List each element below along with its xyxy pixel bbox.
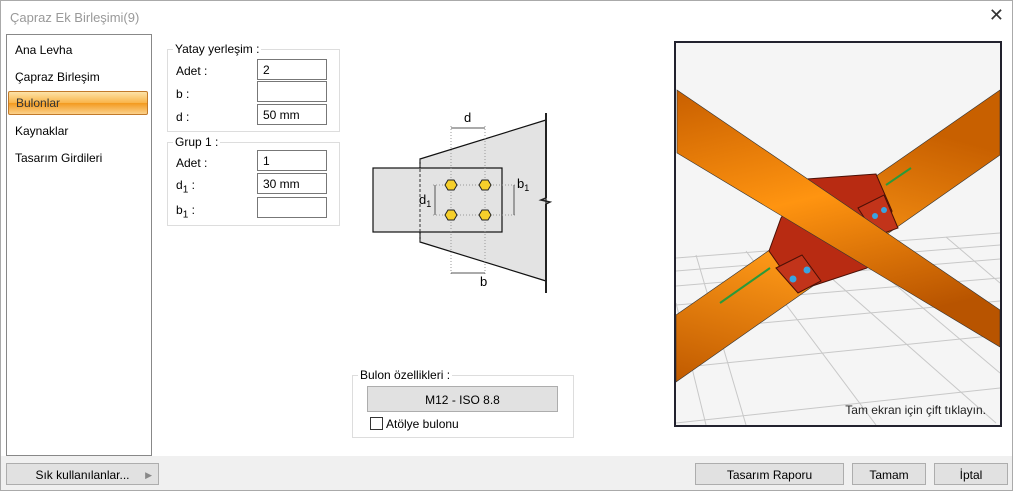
dim-b: b bbox=[480, 274, 487, 289]
bolt-icon bbox=[872, 213, 878, 219]
d1-colon: : bbox=[188, 178, 195, 192]
b1-sub: 1 bbox=[182, 209, 189, 221]
d1-label: d1 : bbox=[176, 178, 195, 195]
connection-plate bbox=[775, 254, 822, 294]
group-legend: Bulon özellikleri : bbox=[360, 368, 451, 382]
horizontal-layout-group: Yatay yerleşim : bbox=[167, 42, 340, 132]
dimension-guides bbox=[433, 126, 516, 276]
d-input[interactable] bbox=[257, 104, 327, 125]
dim-d1: d1 bbox=[419, 192, 431, 209]
dim-d: d bbox=[464, 110, 471, 125]
group-count-input[interactable] bbox=[257, 150, 327, 171]
group-legend: Grup 1 : bbox=[175, 135, 219, 149]
bolt-icons bbox=[444, 179, 492, 221]
group-adet-label: Adet : bbox=[176, 156, 208, 170]
favorites-button[interactable]: Sık kullanılanlar... ▶ bbox=[6, 463, 159, 485]
group-1: Grup 1 : bbox=[167, 135, 340, 226]
workshop-bolt-checkbox[interactable] bbox=[370, 417, 383, 430]
nav-item-tasarim-girdileri[interactable]: Tasarım Girdileri bbox=[15, 151, 103, 165]
bolt-icon bbox=[881, 207, 887, 213]
d1-text: d bbox=[176, 178, 183, 192]
nav-item-ana-levha[interactable]: Ana Levha bbox=[15, 43, 73, 57]
group-legend: Yatay yerleşim : bbox=[175, 42, 260, 56]
b1-colon: : bbox=[188, 203, 195, 217]
b1-text: b bbox=[176, 203, 183, 217]
nav-item-kaynaklar[interactable]: Kaynaklar bbox=[15, 124, 69, 138]
b-label: b : bbox=[176, 87, 190, 101]
workshop-bolt-label: Atölye bulonu bbox=[386, 417, 459, 431]
weld-line bbox=[719, 267, 771, 304]
window-title: Çapraz Ek Birleşimi(9) bbox=[10, 10, 140, 25]
chevron-right-icon: ▶ bbox=[145, 470, 152, 480]
splice-plate bbox=[372, 167, 503, 233]
bolt-type-button[interactable]: M12 - ISO 8.8 bbox=[367, 386, 558, 412]
cancel-button[interactable]: İptal bbox=[934, 463, 1008, 485]
bolt-icon bbox=[478, 209, 492, 221]
dimension-lines bbox=[434, 127, 515, 274]
close-icon[interactable]: ✕ bbox=[988, 5, 1004, 25]
b1-input[interactable] bbox=[257, 197, 327, 218]
bolt-icon bbox=[803, 266, 811, 274]
d-label: d : bbox=[176, 110, 190, 124]
bolt-icon bbox=[789, 275, 797, 283]
bolt-properties-group: Bulon özellikleri : bbox=[352, 368, 574, 438]
adet-label: Adet : bbox=[176, 64, 208, 78]
break-mark bbox=[538, 197, 553, 205]
nav-list: Ana Levha Çapraz Birleşim Bulonlar Kayna… bbox=[6, 34, 152, 456]
design-report-button[interactable]: Tasarım Raporu bbox=[695, 463, 844, 485]
d1-sub: 1 bbox=[182, 184, 189, 196]
horizontal-count-input[interactable] bbox=[257, 59, 327, 80]
3d-model bbox=[676, 89, 1000, 425]
nav-item-capraz-birlesim[interactable]: Çapraz Birleşim bbox=[15, 70, 100, 84]
d1-input[interactable] bbox=[257, 173, 327, 194]
b-input[interactable] bbox=[257, 81, 327, 102]
bolt-icon bbox=[478, 179, 492, 191]
fullscreen-hint: Tam ekran için çift tıklayın. bbox=[845, 403, 986, 417]
weld-line bbox=[885, 167, 912, 186]
nav-item-bulonlar[interactable]: Bulonlar bbox=[8, 91, 148, 115]
b1-label: b1 : bbox=[176, 203, 195, 220]
ok-button[interactable]: Tamam bbox=[852, 463, 926, 485]
title-bar: Çapraz Ek Birleşimi(9) ✕ bbox=[1, 1, 1012, 33]
dim-b1: b1 bbox=[517, 176, 529, 193]
bolt-icon bbox=[444, 209, 458, 221]
favorites-label: Sık kullanılanlar... bbox=[35, 468, 130, 482]
diagonal-pipe-1 bbox=[676, 89, 1000, 348]
3d-viewport[interactable]: Tam ekran için çift tıklayın. bbox=[674, 41, 1002, 427]
bolt-layout-diagram: d d1 b1 b bbox=[372, 110, 553, 293]
bolt-icon bbox=[444, 179, 458, 191]
